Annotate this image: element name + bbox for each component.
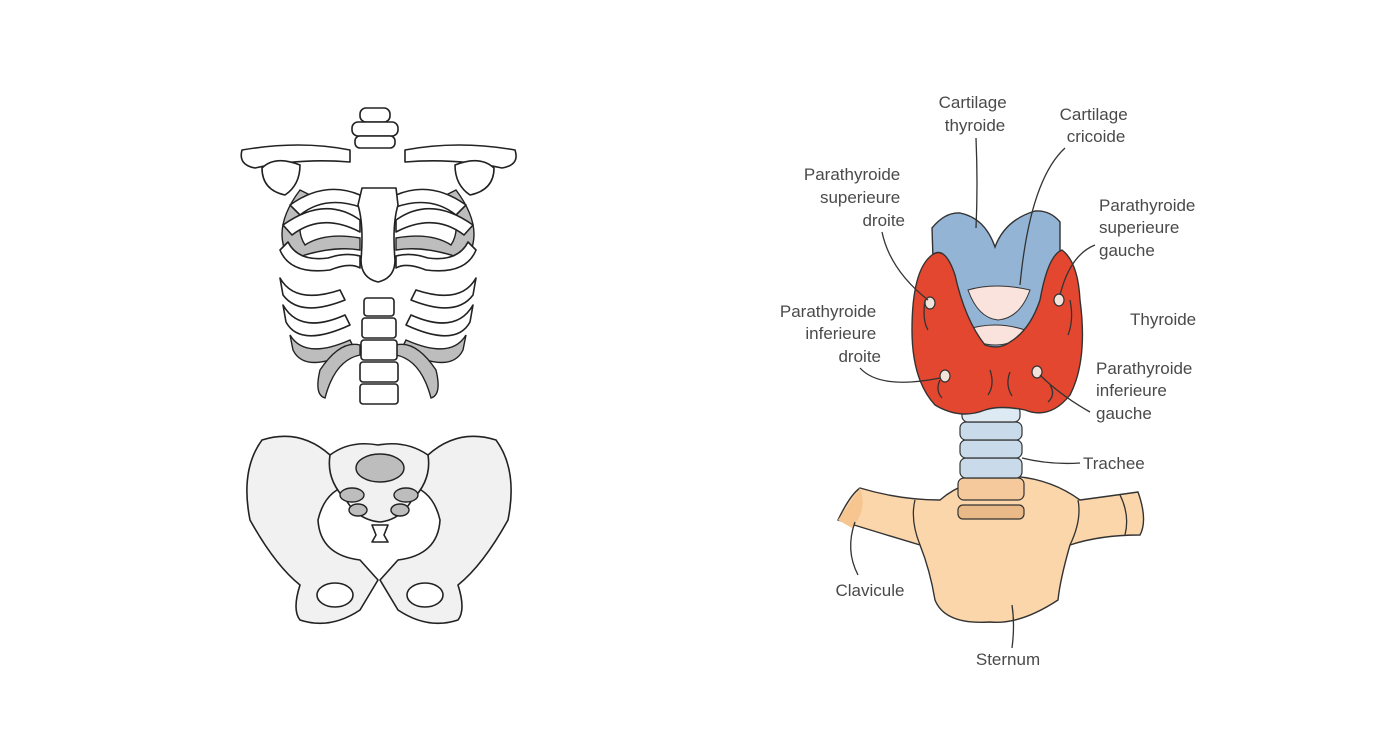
label-line: cricoide — [1067, 127, 1126, 146]
label-line: Parathyroide — [804, 165, 900, 184]
label-line: thyroide — [945, 116, 1005, 135]
label-line: Parathyroide — [780, 302, 876, 321]
rib-cage-illustration — [240, 107, 517, 405]
label-line: gauche — [1099, 241, 1155, 260]
pelvis-illustration — [246, 435, 512, 625]
label-line: gauche — [1096, 404, 1152, 423]
trachea — [957, 405, 1025, 520]
sternum-bone — [357, 187, 399, 283]
label-line: inferieure — [1096, 381, 1167, 400]
parathyroid-glands — [924, 293, 1065, 383]
label-line: Cartilage — [939, 93, 1007, 112]
label-line: superieure — [820, 188, 900, 207]
label-cartilage-thyroide: Cartilage thyroide — [939, 93, 1012, 135]
label-cartilage-cricoide: Cartilage cricoide — [1060, 105, 1133, 146]
label-line: Cartilage — [1060, 105, 1128, 124]
label-line: inferieure — [805, 324, 876, 343]
label-thyroide: Thyroide — [1130, 310, 1196, 329]
label-parathyroide-inferieure-gauche: Parathyroide inferieure gauche — [1096, 359, 1197, 423]
label-parathyroide-inferieure-droite: Parathyroide inferieure droite — [780, 302, 881, 366]
spine — [359, 297, 399, 405]
thyroid-illustration — [837, 210, 1145, 624]
label-trachee: Trachee — [1083, 454, 1145, 473]
label-sternum: Sternum — [976, 650, 1040, 669]
label-line: Parathyroide — [1096, 359, 1192, 378]
leader-lines — [850, 137, 1096, 649]
label-line: superieure — [1099, 218, 1179, 237]
label-line: Parathyroide — [1099, 196, 1195, 215]
sternum-shape — [837, 475, 1145, 624]
label-clavicule: Clavicule — [836, 581, 905, 600]
ribs — [279, 188, 477, 399]
label-parathyroide-superieure-gauche: Parathyroide superieure gauche — [1099, 196, 1200, 260]
label-parathyroide-superieure-droite: Parathyroide superieure droite — [804, 165, 905, 230]
label-line: droite — [838, 347, 881, 366]
label-line: droite — [862, 211, 905, 230]
